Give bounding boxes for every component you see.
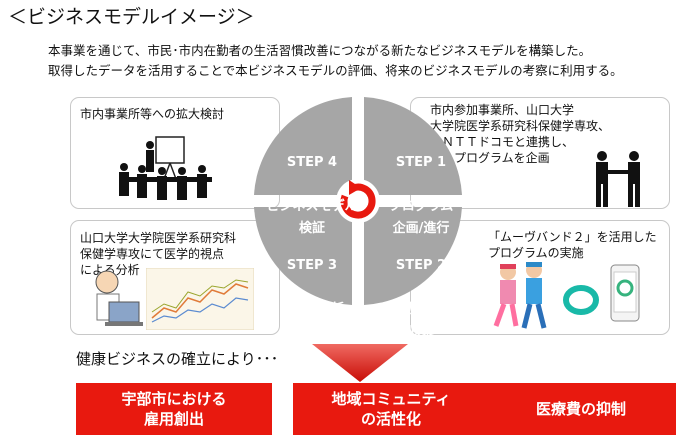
smartphone-icon [610,264,640,322]
step1-label: プログラム 企画/進行 [388,199,454,236]
quadrant-step3 [254,207,352,305]
lead-text: 健康ビジネスの確立により･･･ [76,350,279,368]
step4-number: STEP 4 [286,155,338,170]
step1-number: STEP 1 [395,155,447,170]
step3: STEP 3 データ分析 [264,233,360,343]
quadrant-step4 [254,97,352,195]
box-planning-text: 市内参加事業所、山口大学 大学院医学系研究科保健学専攻、 ＮＴＴドコモと連携し、… [430,103,611,165]
page-title: ＜ビジネスモデルイメージ＞ [8,6,255,28]
band-device-icon [563,285,599,315]
walkers-illustration [493,262,547,329]
box-expansion-text: 市内事業所等への拡大検討 [80,107,225,121]
quadrant-step2 [364,207,462,305]
intro-line-1: 本事業を通じて、市民･市内在勤者の生活習慣改善につながる新たなビジネスモデルを構… [48,43,592,58]
step2-number: STEP 2 [395,258,447,273]
cycle-arrow-icon [340,183,376,219]
step4: STEP 4 ビジネスモデル 検証 [264,130,360,262]
box-implementation-text: 「ムーヴバンド２」を活用した プログラムの実施 [488,230,657,260]
step1: STEP 1 プログラム 企画/進行 [373,130,469,262]
step2-label: 活動データ 収集 [388,302,454,339]
doctor-illustration [95,270,143,326]
analysis-graph [146,268,254,330]
step3-number: STEP 3 [286,258,338,273]
handshake-illustration [596,151,640,207]
down-arrow-icon [312,344,408,382]
outcome-community: 地域コミュニティ の活性化 [293,383,489,435]
step3-label: データ分析 [279,302,345,317]
outcome-job-creation: 宇部市における 雇用創出 [76,383,272,435]
step4-label: ビジネスモデル 検証 [266,199,358,236]
quadrant-step1 [364,97,462,195]
intro-line-2: 取得したデータを活用することで本ビジネスモデルの評価、将来のビジネスモデルの考察… [48,63,623,78]
step-cycle-diagram [254,97,462,305]
step2: STEP 2 活動データ 収集 [373,233,469,365]
outcome-medical-cost: 医療費の抑制 [486,383,676,435]
meeting-illustration [119,136,212,200]
box-analysis-text: 山口大学大学院医学系研究科 保健学専攻にて医学的視点 による分析 [80,231,237,277]
